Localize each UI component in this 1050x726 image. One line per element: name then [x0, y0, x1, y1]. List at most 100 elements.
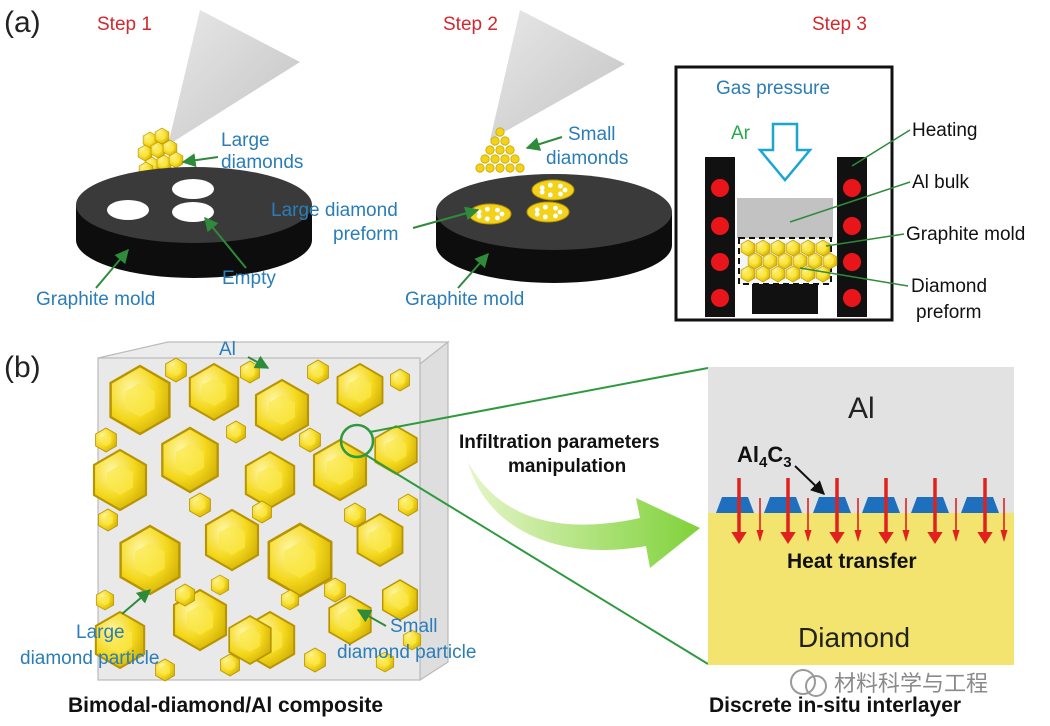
small-diamond-particle — [344, 502, 366, 528]
spray-cone-2 — [490, 10, 625, 140]
preform-diamond — [770, 239, 786, 257]
small-diamond — [490, 154, 500, 164]
graphite-mold-2 — [436, 174, 672, 283]
preform-dot — [553, 213, 558, 219]
small-diamond — [485, 163, 495, 173]
heating-dot — [711, 179, 729, 197]
large-diamond-particle — [312, 438, 368, 502]
large-diamond-particle — [94, 610, 146, 670]
heat-arrow-head — [952, 530, 960, 542]
preform-diamond — [785, 239, 801, 257]
label-al-cube: Al — [219, 339, 236, 360]
heat-arrow-head — [1000, 530, 1008, 542]
label-al-interlayer: Al — [848, 392, 875, 425]
preform-diamond — [800, 239, 816, 257]
preform-dot — [484, 216, 490, 222]
heating-dot — [843, 253, 861, 271]
preform-dot — [534, 207, 540, 213]
small-diamond — [510, 154, 520, 164]
preform-dot — [547, 192, 553, 198]
heat-arrow-head — [977, 532, 993, 544]
preform-diamond — [822, 252, 838, 270]
arrow-large-diamonds — [181, 153, 219, 168]
small-diamond — [500, 154, 510, 164]
heating-elements — [711, 179, 861, 307]
large-diamond-particle — [228, 615, 272, 665]
small-diamond-cluster — [475, 127, 525, 173]
manipulation-arrow — [468, 462, 700, 568]
heating-dot — [843, 179, 861, 197]
al4c3-particle — [813, 497, 851, 513]
zoom-circle — [339, 423, 375, 459]
small-diamond-particle — [220, 653, 240, 677]
large-diamond-particle — [119, 524, 181, 596]
preform-diamond — [755, 265, 771, 283]
preform-disc — [526, 201, 570, 223]
diamond-preform — [740, 239, 838, 283]
large-diamond-particle — [381, 579, 419, 621]
small-diamond-particle — [252, 500, 272, 524]
preform-diamond — [792, 252, 808, 270]
label-graphite-mold-3: Graphite mold — [906, 224, 1025, 245]
small-diamond-particle — [398, 493, 418, 517]
large-diamond-particle — [328, 595, 372, 645]
small-diamond — [485, 145, 495, 155]
leader-heating — [851, 129, 911, 167]
al4c3-particle — [716, 497, 754, 513]
preform-diamond — [785, 265, 801, 283]
small-diamond — [475, 163, 485, 173]
small-diamond — [515, 163, 525, 173]
preform-dot — [499, 211, 505, 217]
label-graphite-mold-1: Graphite mold — [36, 289, 155, 310]
small-diamond-particle — [304, 647, 326, 673]
preform-dot — [539, 185, 545, 191]
heat-arrow-head — [756, 530, 764, 542]
label-gas-pressure: Gas pressure — [716, 78, 830, 99]
preform-diamond — [807, 252, 823, 270]
large-diamond-particle — [336, 362, 384, 418]
heating-dot — [711, 253, 729, 271]
small-diamond-particle — [95, 589, 115, 611]
small-diamond — [495, 127, 505, 137]
label-graphite-mold-2: Graphite mold — [405, 289, 524, 310]
arrow-al-cube — [247, 355, 270, 369]
large-diamond — [142, 131, 158, 149]
preform-dot — [539, 189, 545, 195]
small-diamond — [505, 145, 515, 155]
large-diamond — [162, 139, 178, 157]
gas-pressure-arrow — [757, 122, 813, 182]
preform-dot — [476, 213, 482, 219]
al4c3-particle — [911, 497, 949, 513]
bimodal-diamond-particles — [92, 357, 422, 682]
small-diamond-particle — [226, 420, 246, 444]
small-diamond-particle — [324, 577, 346, 603]
heat-transfer-arrows — [731, 478, 1008, 544]
small-diamond-particle — [299, 427, 321, 453]
small-diamond-particle — [402, 629, 422, 651]
large-diamond-particle — [204, 508, 260, 572]
small-diamond-particle — [155, 658, 175, 682]
small-diamond — [505, 163, 515, 173]
small-diamond — [500, 136, 510, 146]
preform-diamond — [747, 252, 763, 270]
leader-diamond-preform — [799, 267, 909, 287]
panel-b-tag: (b) — [4, 351, 41, 384]
leader-al-bulk — [789, 181, 911, 223]
heat-arrow-head — [804, 530, 812, 542]
preform-diamond — [777, 252, 793, 270]
preform-diamond — [815, 239, 831, 257]
preform-dot — [557, 209, 563, 215]
small-diamond — [480, 154, 490, 164]
caption-interlayer: Discrete in-situ interlayer — [709, 694, 961, 717]
heating-dot — [711, 289, 729, 307]
mold-base — [752, 284, 818, 314]
small-diamond-particle — [307, 359, 329, 385]
panel-a-tag: (a) — [4, 6, 41, 39]
large-diamond-particle — [161, 426, 219, 494]
